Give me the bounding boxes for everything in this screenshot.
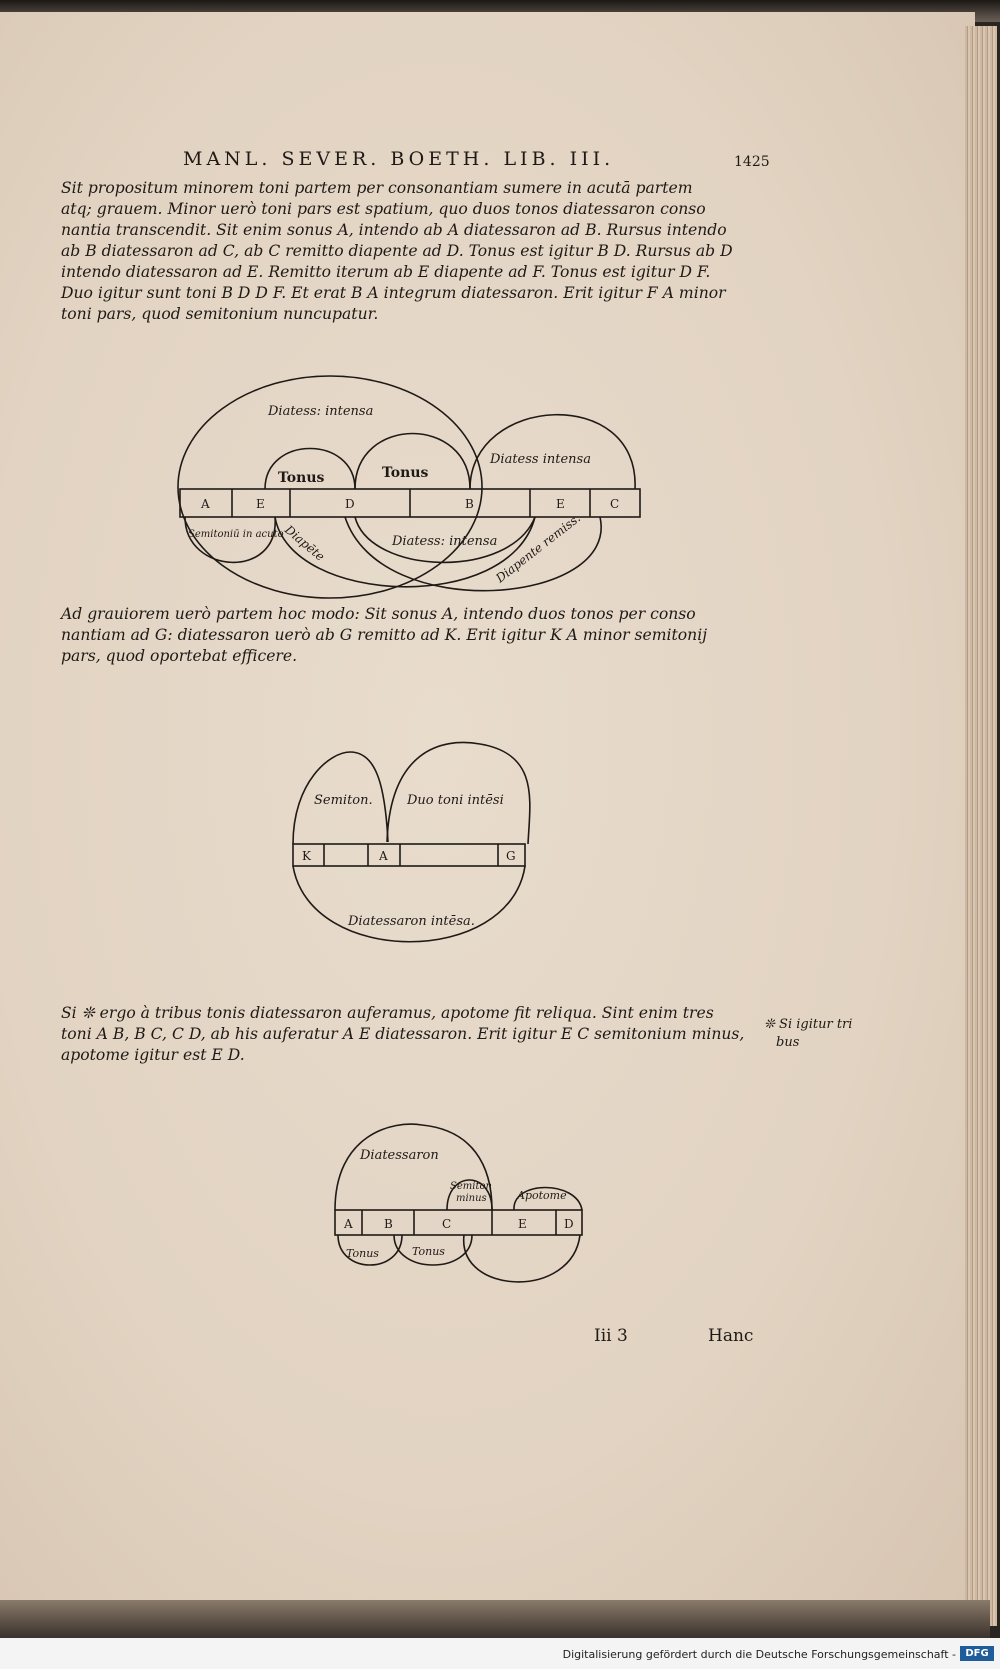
arc-label: Tonus xyxy=(346,1247,379,1260)
dfg-logo: DFG xyxy=(960,1646,994,1661)
arc-duo-toni xyxy=(386,741,531,845)
arc-diapente-inner xyxy=(274,516,536,588)
arc-diatessaron-top xyxy=(177,375,483,599)
page-number: 1425 xyxy=(734,154,770,170)
book-page xyxy=(0,12,975,1630)
arc-label: Tonus xyxy=(382,465,429,481)
margin-note-line: bus xyxy=(776,1035,800,1050)
arc-label: Diatess: intensa xyxy=(391,534,497,549)
cell-label: E xyxy=(556,497,565,511)
cell-label: A xyxy=(200,497,210,511)
cell-label: E xyxy=(518,1217,527,1231)
diagram-3: Diatessaron Semiton minus Apotome A B C … xyxy=(334,1123,583,1283)
arc-label: Diapēte xyxy=(281,522,327,564)
cell-label: C xyxy=(442,1217,451,1231)
page-edges xyxy=(965,26,997,1626)
arc-label: Semitoniū in acuto xyxy=(188,529,284,540)
arc-semiton xyxy=(292,751,389,845)
arc-label: minus xyxy=(456,1193,487,1204)
arc-label: Semiton xyxy=(450,1181,492,1192)
diagram-1: Diatess: intensa Tonus Tonus Diatess int… xyxy=(177,375,641,599)
paragraph-1: Sit propositum minorem toni partem per c… xyxy=(61,178,733,325)
arc-label: Apotome xyxy=(516,1189,567,1202)
arc-label: Diatess intensa xyxy=(489,452,591,467)
signature-mark: Iii 3 xyxy=(594,1326,628,1346)
text-line: nantiam ad G: diatessaron uerò ab G remi… xyxy=(61,626,708,644)
arc-tonus-1 xyxy=(264,447,356,490)
arc-tonus-2 xyxy=(354,432,471,490)
arc-apotome-lower xyxy=(463,1234,581,1283)
cell-label: D xyxy=(564,1217,574,1231)
text-line: toni A B, B C, C D, ab his auferatur A E… xyxy=(61,1025,745,1043)
arc-diatessaron xyxy=(292,865,526,943)
cell-label: B xyxy=(465,497,474,511)
text-line: Sit propositum minorem toni partem per c… xyxy=(61,179,693,197)
cell-label: K xyxy=(302,849,312,863)
footer-credit: Digitalisierung gefördert durch die Deut… xyxy=(562,1648,956,1661)
cell-label: C xyxy=(610,497,619,511)
arc-label: Diatessaron xyxy=(359,1148,439,1163)
scale-bar xyxy=(334,1209,583,1236)
arc-diatessaron-bottom xyxy=(354,516,536,564)
text-line: toni pars, quod semitonium nuncupatur. xyxy=(61,305,379,323)
cell-label: D xyxy=(345,497,355,511)
arc-apotome xyxy=(513,1186,583,1211)
arc-semiton-minus xyxy=(446,1179,493,1211)
arc-diatessaron xyxy=(334,1123,493,1211)
arc-diatessaron-right xyxy=(469,413,636,490)
text-line: Duo igitur sunt toni B D D F. Et erat B … xyxy=(61,284,726,302)
scale-bar xyxy=(292,843,526,867)
paragraph-2: Ad grauiorem uerò partem hoc modo: Sit s… xyxy=(61,604,707,667)
cell-label: A xyxy=(343,1217,353,1231)
text-line: atq; grauem. Minor uerò toni pars est sp… xyxy=(61,200,706,218)
text-line: intendo diatessaron ad E. Remitto iterum… xyxy=(61,263,711,281)
cell-label: G xyxy=(506,849,516,863)
arc-label: Diatess: intensa xyxy=(267,404,373,419)
margin-note: ❊ Si igitur tri bus xyxy=(764,1016,852,1052)
cell-label: B xyxy=(384,1217,393,1231)
cell-label: E xyxy=(256,497,265,511)
arc-label: Semiton. xyxy=(314,793,373,808)
paragraph-3: Si ❊ ergo à tribus tonis diatessaron auf… xyxy=(61,1003,744,1066)
text-line: pars, quod oportebat efficere. xyxy=(61,647,298,665)
arc-label: Tonus xyxy=(278,470,325,486)
text-line: nantia transcendit. Sit enim sonus A, in… xyxy=(61,221,727,239)
cell-label: A xyxy=(378,849,388,863)
margin-note-mark: ❊ xyxy=(764,1017,775,1032)
text-line: apotome igitur est E D. xyxy=(61,1046,245,1064)
text-line: ab B diatessaron ad C, ab C remitto diap… xyxy=(61,242,733,260)
arc-label: Tonus xyxy=(412,1245,445,1258)
text-line: Si ❊ ergo à tribus tonis diatessaron auf… xyxy=(61,1004,714,1022)
margin-note-line: Si igitur tri xyxy=(779,1017,853,1032)
arc-tonus-1 xyxy=(337,1234,403,1266)
catchword: Hanc xyxy=(708,1326,754,1346)
arc-diapente-remiss xyxy=(344,516,602,592)
diagram-2: Semiton. Duo toni intēsi K A G Diatessar… xyxy=(292,741,531,943)
arc-label: Diatessaron intēsa. xyxy=(347,914,475,929)
arc-label: Duo toni intēsi xyxy=(406,793,504,808)
book-bottom-edge xyxy=(0,1600,990,1638)
text-line: Ad grauiorem uerò partem hoc modo: Sit s… xyxy=(61,605,696,623)
footer-bar xyxy=(0,1638,1000,1669)
running-title: MANL. SEVER. BOETH. LIB. III. xyxy=(183,148,615,170)
arc-tonus-2 xyxy=(393,1234,473,1266)
arc-semitonium xyxy=(184,516,276,564)
